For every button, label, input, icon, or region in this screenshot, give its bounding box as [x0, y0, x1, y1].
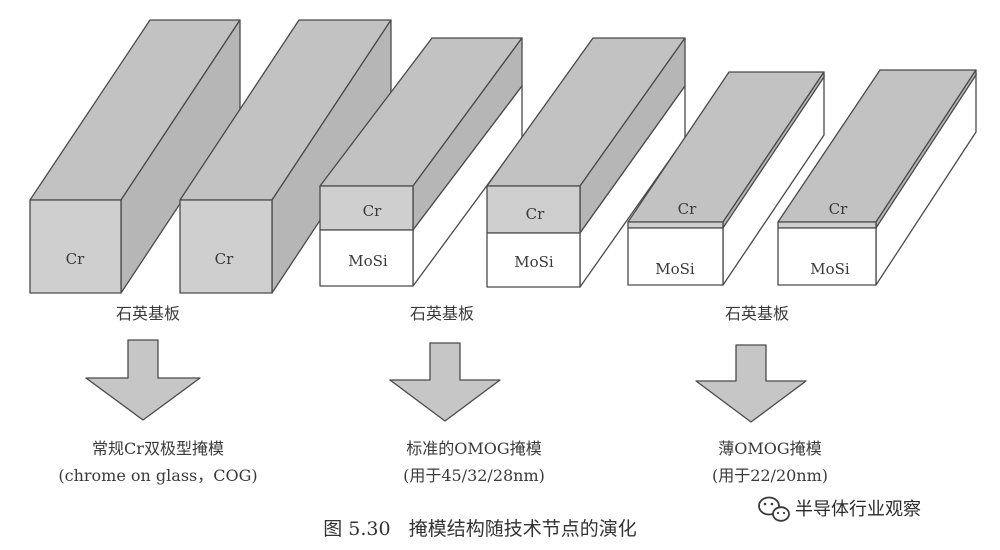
mosi-front-face: [777, 227, 877, 286]
caption-line2: (chrome on glass，COG): [58, 466, 257, 485]
cr-front-face: [29, 199, 122, 294]
down-arrow-icon: [389, 342, 501, 422]
down-arrow-icon: [695, 344, 807, 423]
figure-caption: 图 5.30 掩模结构随技术节点的演化: [323, 518, 636, 540]
mosi-label: MoSi: [810, 260, 850, 278]
block-cog-1: Cr: [29, 19, 241, 294]
substrate-label: 石英基板: [725, 304, 789, 323]
cr-front-face: [777, 221, 877, 229]
caption-line1: 标准的OMOG掩模: [406, 439, 541, 458]
mosi-label: MoSi: [514, 253, 554, 271]
mosi-label: MoSi: [655, 260, 695, 278]
cr-label: Cr: [215, 250, 234, 268]
block-cog-2: Cr: [179, 19, 392, 294]
mosi-label: MoSi: [348, 252, 388, 270]
down-arrow-icon: [85, 339, 201, 421]
block-thin-omog-2: Cr MoSi: [777, 69, 977, 286]
cr-label: Cr: [363, 202, 382, 220]
cr-label: Cr: [678, 200, 697, 218]
watermark: 半导体行业观察: [758, 496, 921, 522]
caption-line2: (用于45/32/28nm): [403, 466, 545, 485]
cr-label: Cr: [526, 205, 545, 223]
mosi-front-face: [319, 229, 414, 287]
substrate-label: 石英基板: [116, 304, 180, 323]
block-thin-omog-1: Cr MoSi: [627, 71, 825, 286]
block-omog-2: Cr MoSi: [486, 37, 686, 288]
mosi-front-face: [486, 232, 581, 288]
mosi-front-face: [627, 227, 724, 286]
substrate-label: 石英基板: [410, 304, 474, 323]
caption-line1: 薄OMOG掩模: [718, 439, 821, 458]
cr-front-face: [179, 199, 273, 294]
cr-label: Cr: [66, 250, 85, 268]
block-omog-1: Cr MoSi: [319, 37, 523, 287]
wechat-icon: [758, 496, 790, 522]
cr-label: Cr: [829, 200, 848, 218]
watermark-text: 半导体行业观察: [795, 499, 921, 520]
caption-line1: 常规Cr双极型掩模: [92, 439, 224, 458]
cr-front-face: [486, 185, 581, 234]
cr-front-face: [627, 221, 724, 229]
caption-line2: (用于22/20nm): [712, 466, 828, 485]
